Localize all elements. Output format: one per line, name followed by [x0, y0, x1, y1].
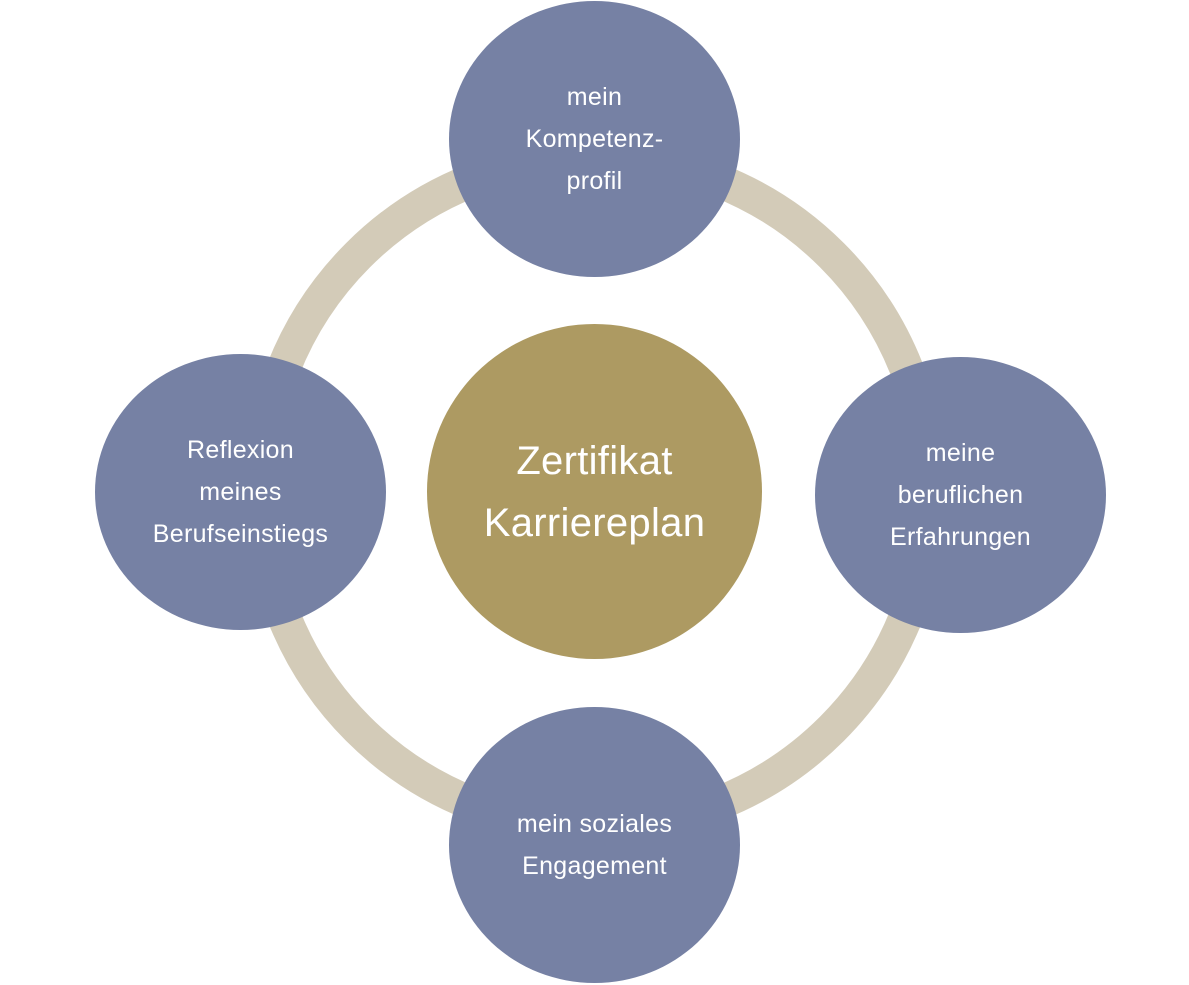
node-label-line: mein soziales — [516, 810, 673, 838]
node-career-entry-reflection: Reflexion meines Berufseinstiegs — [95, 354, 386, 630]
node-label-line: Engagement — [522, 852, 667, 880]
node-label-line: meine — [925, 439, 996, 467]
node-label-line: mein — [566, 83, 623, 111]
center-label-line: Karriereplan — [483, 500, 706, 545]
center-label-line: Zertifikat — [516, 438, 673, 483]
node-label-line: profil — [566, 167, 623, 195]
center-node-certificate: Zertifikat Karriereplan — [427, 324, 762, 659]
node-label-line: Berufseinstiegs — [152, 520, 329, 548]
node-label-line: Kompetenz- — [525, 125, 664, 153]
node-competence-profile: mein Kompetenz- profil — [449, 1, 740, 277]
node-label-line: Reflexion — [187, 436, 294, 464]
node-label-line: beruflichen — [897, 481, 1024, 509]
node-label-line: meines — [199, 478, 282, 506]
node-social-engagement: mein soziales Engagement — [449, 707, 740, 983]
node-label-line: Erfahrungen — [890, 523, 1031, 551]
node-professional-experience: meine beruflichen Erfahrungen — [815, 357, 1106, 633]
